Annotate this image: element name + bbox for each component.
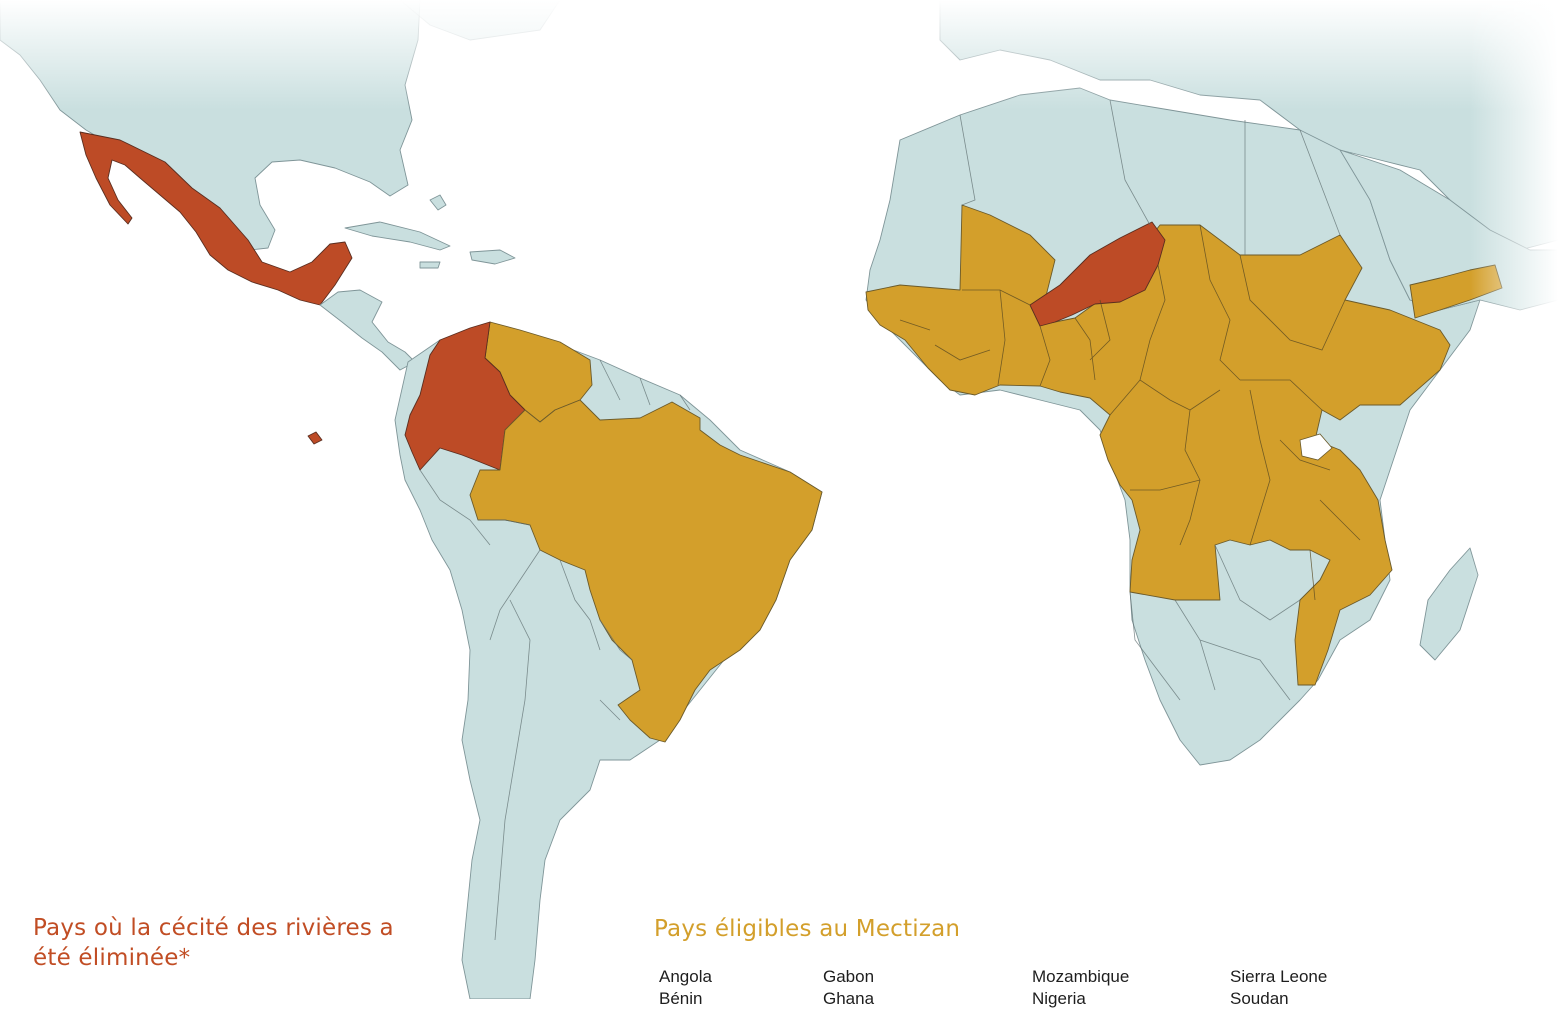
brazil-country xyxy=(469,399,823,743)
country-name: Gabon xyxy=(823,967,875,986)
eligible-country-column-2: Gabon Ghana xyxy=(823,966,874,1010)
right-fade xyxy=(1470,0,1558,700)
eligible-legend-title: Pays éligibles au Mectizan xyxy=(654,916,961,942)
madagascar-island xyxy=(1419,547,1479,661)
colombia-country xyxy=(404,321,526,471)
cuba-island xyxy=(344,221,451,251)
eligible-country-column-3: Mozambique Nigeria xyxy=(1032,966,1129,1010)
jamaica-island xyxy=(419,261,441,269)
top-fade xyxy=(0,0,1558,110)
eligible-country-column-4: Sierra Leone Soudan xyxy=(1230,966,1327,1010)
hispaniola-island xyxy=(469,249,516,265)
bahamas-islands xyxy=(429,194,447,211)
africa-borders-land xyxy=(959,99,1341,701)
galapagos-islands xyxy=(307,431,323,445)
country-name: Ghana xyxy=(823,989,875,1008)
africa-borders-eligible xyxy=(899,224,1361,601)
country-name: Nigeria xyxy=(1032,989,1086,1008)
mexico-country xyxy=(79,131,353,306)
lake-victoria xyxy=(1299,433,1333,461)
country-name: Soudan xyxy=(1230,989,1289,1008)
country-name: Angola xyxy=(659,967,712,986)
country-name: Sierra Leone xyxy=(1230,967,1328,986)
eliminated-legend-title: Pays où la cécité des rivières a été éli… xyxy=(33,915,394,971)
south-america-borders xyxy=(419,359,691,941)
eligible-country-column-1: Angola Bénin xyxy=(659,966,712,1010)
country-name: Mozambique xyxy=(1032,967,1130,986)
country-name: Bénin xyxy=(659,989,703,1008)
niger-country xyxy=(1029,221,1166,327)
central-america-land xyxy=(319,289,416,371)
